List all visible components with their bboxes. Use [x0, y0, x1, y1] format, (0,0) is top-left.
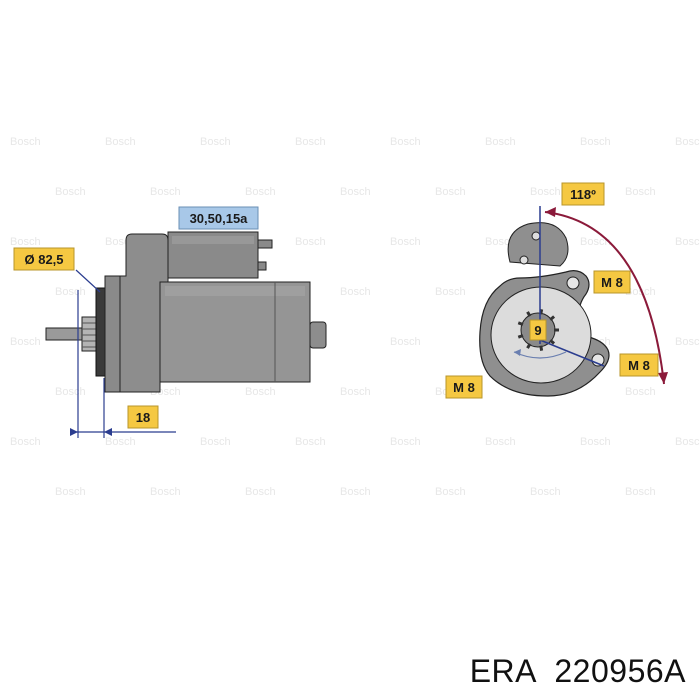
pinion-tooth — [549, 315, 556, 321]
watermark-text: Bosch — [435, 286, 466, 298]
part-caption: ERA 220956A — [470, 653, 686, 690]
bolt-hole-top — [566, 276, 580, 290]
watermark-text: Bosch — [150, 186, 181, 198]
watermark-text: Bosch — [105, 136, 136, 148]
pinion-tooth — [539, 309, 544, 315]
motor-body — [159, 281, 311, 383]
watermark-text: Bosch — [485, 136, 516, 148]
watermark-text: Bosch — [675, 336, 700, 348]
mounting-flange — [95, 287, 106, 377]
svg-text:18: 18 — [136, 410, 150, 425]
label-bolt-right: M 8 — [619, 353, 659, 377]
label-diameter: Ø 82,5 — [13, 247, 75, 271]
starter-side-view: 30,50,15a Ø 82,5 18 — [13, 206, 327, 438]
label-offset: 18 — [127, 405, 159, 429]
watermark-text: Bosch — [625, 186, 656, 198]
watermark-text: Bosch — [245, 386, 276, 398]
svg-text:30,50,15a: 30,50,15a — [190, 211, 249, 226]
pinion-tooth — [526, 311, 532, 317]
angle-arc — [544, 211, 665, 385]
watermark-text: Bosch — [390, 136, 421, 148]
label-bolt-left: M 8 — [445, 375, 483, 399]
pinion-tooth — [517, 321, 524, 326]
dim-line-diameter — [75, 269, 101, 293]
watermark-text: Bosch — [200, 136, 231, 148]
watermark-text: Bosch — [55, 186, 86, 198]
terminal-top — [257, 239, 273, 249]
watermark-text: Bosch — [580, 436, 611, 448]
watermark-text: Bosch — [10, 236, 41, 248]
watermark-text: Bosch — [10, 136, 41, 148]
drive-housing — [104, 275, 121, 393]
watermark-text: Bosch — [530, 186, 561, 198]
drive-shaft — [45, 327, 87, 341]
watermark-text: Bosch — [55, 486, 86, 498]
svg-text:M 8: M 8 — [628, 358, 650, 373]
watermark-text: Bosch — [340, 486, 371, 498]
watermark-text: Bosch — [200, 436, 231, 448]
watermark-text: Bosch — [340, 386, 371, 398]
watermark-text: Bosch — [55, 386, 86, 398]
pinion-gear — [81, 316, 97, 352]
watermark-text: Bosch — [245, 486, 276, 498]
watermark-text: Bosch — [390, 436, 421, 448]
end-cap — [309, 321, 327, 349]
watermark-text: Bosch — [295, 136, 326, 148]
pinion-tooth — [517, 334, 524, 339]
watermark-text: Bosch — [435, 486, 466, 498]
watermark-text: Bosch — [340, 286, 371, 298]
watermark-text: Bosch — [675, 136, 700, 148]
pinion-tooth — [549, 339, 556, 345]
watermark-text: Bosch — [580, 236, 611, 248]
watermark-text: Bosch — [10, 436, 41, 448]
watermark-text: Bosch — [295, 436, 326, 448]
svg-text:9: 9 — [534, 323, 541, 338]
watermark-text: Bosch — [625, 286, 656, 298]
part-number: 220956A — [554, 653, 686, 689]
starter-front-view: 9 118º M 8 M 8 M 8 — [445, 182, 668, 399]
svg-text:118º: 118º — [570, 187, 596, 202]
watermark-text: Bosch — [485, 436, 516, 448]
axis-diagonal — [539, 339, 605, 367]
watermark-text: Bosch — [340, 186, 371, 198]
label-terminal: 30,50,15a — [178, 206, 259, 230]
label-teeth: 9 — [529, 319, 547, 341]
svg-text:Ø 82,5: Ø 82,5 — [24, 252, 63, 267]
watermark-text: Bosch — [390, 336, 421, 348]
watermark-text: Bosch — [150, 486, 181, 498]
pinion-tooth — [539, 345, 544, 351]
label-angle: 118º — [561, 182, 605, 206]
watermark-text: Bosch — [675, 436, 700, 448]
watermark-text: Bosch — [530, 486, 561, 498]
terminal-bottom — [257, 261, 267, 271]
watermark-text: Bosch — [625, 386, 656, 398]
watermark-text: Bosch — [625, 486, 656, 498]
rear-lobe — [507, 222, 569, 267]
watermark-text: Bosch — [105, 436, 136, 448]
pinion-teeth — [517, 309, 559, 351]
watermark-text: Bosch — [295, 236, 326, 248]
watermark-text: Bosch — [580, 136, 611, 148]
watermark-text: Bosch — [55, 286, 86, 298]
svg-text:M 8: M 8 — [601, 275, 623, 290]
watermark-text: Bosch — [435, 186, 466, 198]
pinion-tooth — [526, 343, 532, 349]
label-bolt-top: M 8 — [593, 270, 631, 294]
watermark-text: Bosch — [10, 336, 41, 348]
watermark-text: Bosch — [390, 236, 421, 248]
watermark-text: Bosch — [675, 236, 700, 248]
watermark-text: Bosch — [245, 186, 276, 198]
brand-name: ERA — [469, 653, 537, 689]
svg-text:M 8: M 8 — [453, 380, 475, 395]
